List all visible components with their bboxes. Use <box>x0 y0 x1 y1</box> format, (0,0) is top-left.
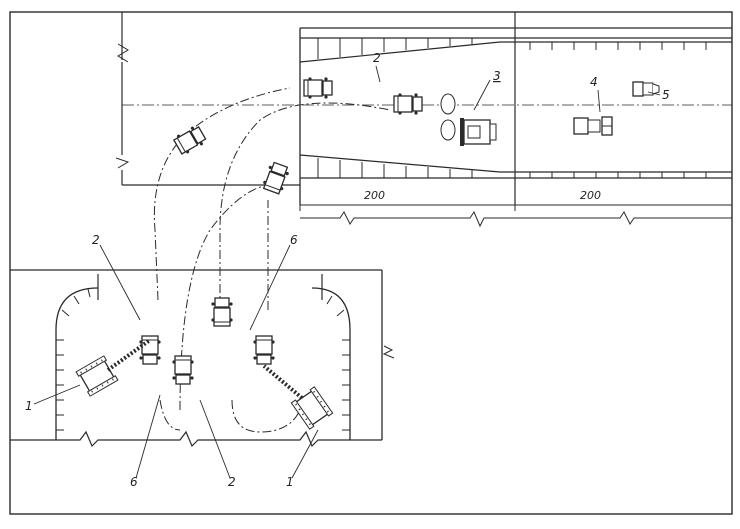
truck-icon <box>393 92 423 116</box>
label-excavator-left: 1 <box>25 399 33 413</box>
label-truck-pit-bottom: 2 <box>228 475 236 489</box>
label-excavator-right: 1 <box>286 475 294 489</box>
truck-icon <box>171 355 195 385</box>
truck-icon <box>171 123 209 157</box>
roller-icon <box>573 116 613 136</box>
truck-icon <box>252 335 276 365</box>
label-truck-pit-left: 2 <box>92 233 100 247</box>
outer-frame <box>9 11 733 515</box>
soil-pile-icon <box>440 93 456 115</box>
label-roller: 4 <box>590 75 598 89</box>
truck-icon <box>138 335 162 365</box>
label-zone-left: 6 <box>130 475 138 489</box>
truck-icon <box>260 160 292 196</box>
truck-icon <box>303 76 333 100</box>
excavator-icon <box>290 386 334 430</box>
road-section <box>115 12 732 228</box>
soil-pile-icon <box>440 119 456 141</box>
excavator-boom <box>106 338 152 372</box>
dimension-label-2: 200 <box>580 189 601 202</box>
leader-lines <box>33 65 661 479</box>
label-grader: 5 <box>662 88 670 102</box>
dimension-label-1: 200 <box>364 189 385 202</box>
excavator-icon <box>75 355 119 397</box>
pit-area <box>10 269 395 448</box>
excavator-boom <box>262 364 304 400</box>
label-spreader: 3 <box>493 69 501 83</box>
label-truck-top: 2 <box>373 51 381 65</box>
bulldozer-icon <box>460 118 497 146</box>
label-zone-right: 6 <box>290 233 298 247</box>
grader-icon <box>632 81 660 97</box>
truck-icon <box>210 297 234 327</box>
